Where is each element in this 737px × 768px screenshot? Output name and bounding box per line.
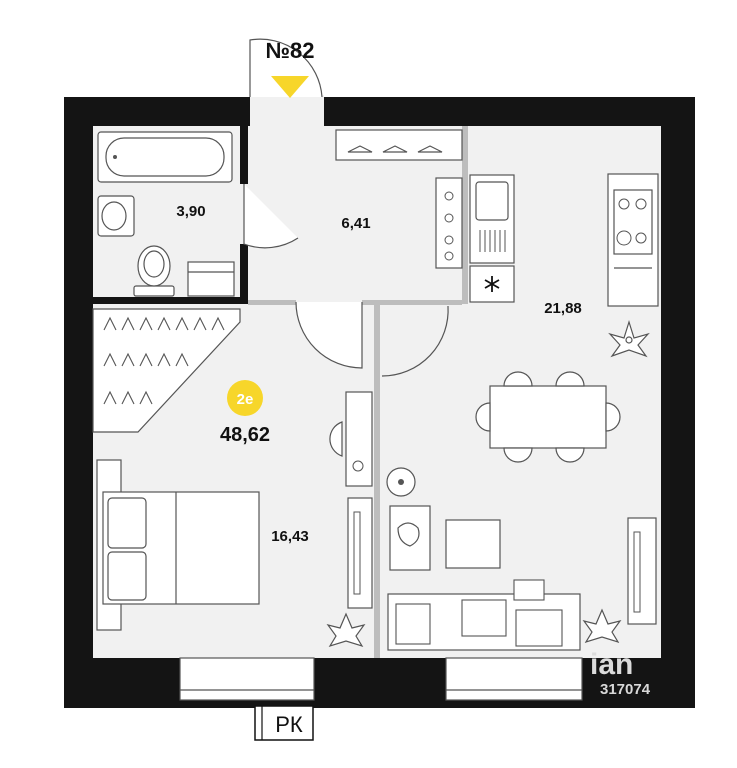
desk-item-icon (352, 460, 364, 472)
bedroom-desk (345, 391, 373, 487)
wall-hall-bottom-left (248, 300, 296, 305)
toilet-bowl (137, 245, 171, 287)
plant-icon-counter (444, 191, 454, 261)
area-hallway: 6,41 (341, 215, 370, 232)
dish-rack-icon (479, 230, 506, 252)
wall-hall-kitchen (462, 126, 468, 304)
bathroom-door-swing (243, 184, 299, 249)
dining-chairs (475, 371, 621, 463)
wall-bath-hall-lower (240, 244, 248, 304)
hanger-icon-group-hall (347, 145, 443, 153)
rooms-badge (227, 380, 263, 416)
pillow-top (107, 497, 147, 549)
hanger-icon-group-bedroom (103, 316, 225, 405)
sofa-back-right (513, 579, 545, 601)
wall-hall-bottom-right (362, 300, 462, 305)
hallway-wardrobe (335, 129, 463, 161)
plant-icon-bedroom (326, 612, 366, 648)
wall-bath-bottom (93, 297, 248, 304)
entrance-opening (250, 95, 324, 128)
sofa-cushion-right (515, 609, 563, 647)
window-bedroom (179, 657, 315, 701)
entrance-marker-icon (271, 76, 309, 98)
rk-box (254, 705, 314, 741)
watermark-brand: ian (590, 648, 633, 681)
total-area: 48,62 (220, 424, 270, 446)
toilet-seat (143, 250, 165, 278)
bathtub (97, 131, 233, 183)
bathtub-drain (113, 155, 117, 159)
washing-machine (187, 261, 235, 297)
area-bedroom: 16,43 (271, 528, 309, 545)
plant-icon-kitchen (608, 319, 650, 358)
living-tv-stand (627, 517, 657, 625)
bedroom-door-swing (295, 301, 363, 369)
bathroom-sink (97, 195, 135, 237)
snowflake-icon (484, 276, 500, 292)
window-living (445, 657, 583, 701)
bedroom-wardrobe (92, 308, 241, 433)
pillow-bottom (107, 551, 147, 601)
burner-icons (616, 198, 647, 246)
stove-cooktop (613, 189, 653, 255)
wall-bedroom-living (374, 305, 380, 658)
watermark-id: 317074 (600, 681, 651, 698)
desk-chair (329, 421, 343, 457)
bedroom-tv (353, 511, 361, 595)
kitchen-counter-left (435, 177, 463, 269)
stove-counter (607, 173, 659, 307)
living-door-swing (381, 305, 449, 377)
coffee-table (445, 519, 501, 569)
area-bathroom: 3,90 (176, 203, 205, 220)
rooms-badge-label: 2е (237, 391, 254, 408)
sofa-cushion-left (395, 603, 431, 645)
area-kitchen-living: 21,88 (544, 300, 582, 317)
rk-label: РК (275, 712, 303, 737)
living-tv (633, 531, 641, 613)
bathroom-sink-bowl (101, 201, 127, 231)
kitchen-sink-bowl (475, 181, 509, 221)
apartment-number: №82 (266, 38, 315, 63)
sofa-cushion-mid (461, 599, 507, 637)
plant-icon-living (582, 608, 622, 644)
bathtub-inner (105, 137, 225, 177)
toilet-tank (133, 285, 175, 297)
floor-lamp-center (398, 479, 404, 485)
cat-icon (397, 522, 420, 547)
wall-bath-hall (240, 126, 248, 184)
dining-table (489, 385, 607, 449)
entrance-door-swing (249, 38, 323, 98)
